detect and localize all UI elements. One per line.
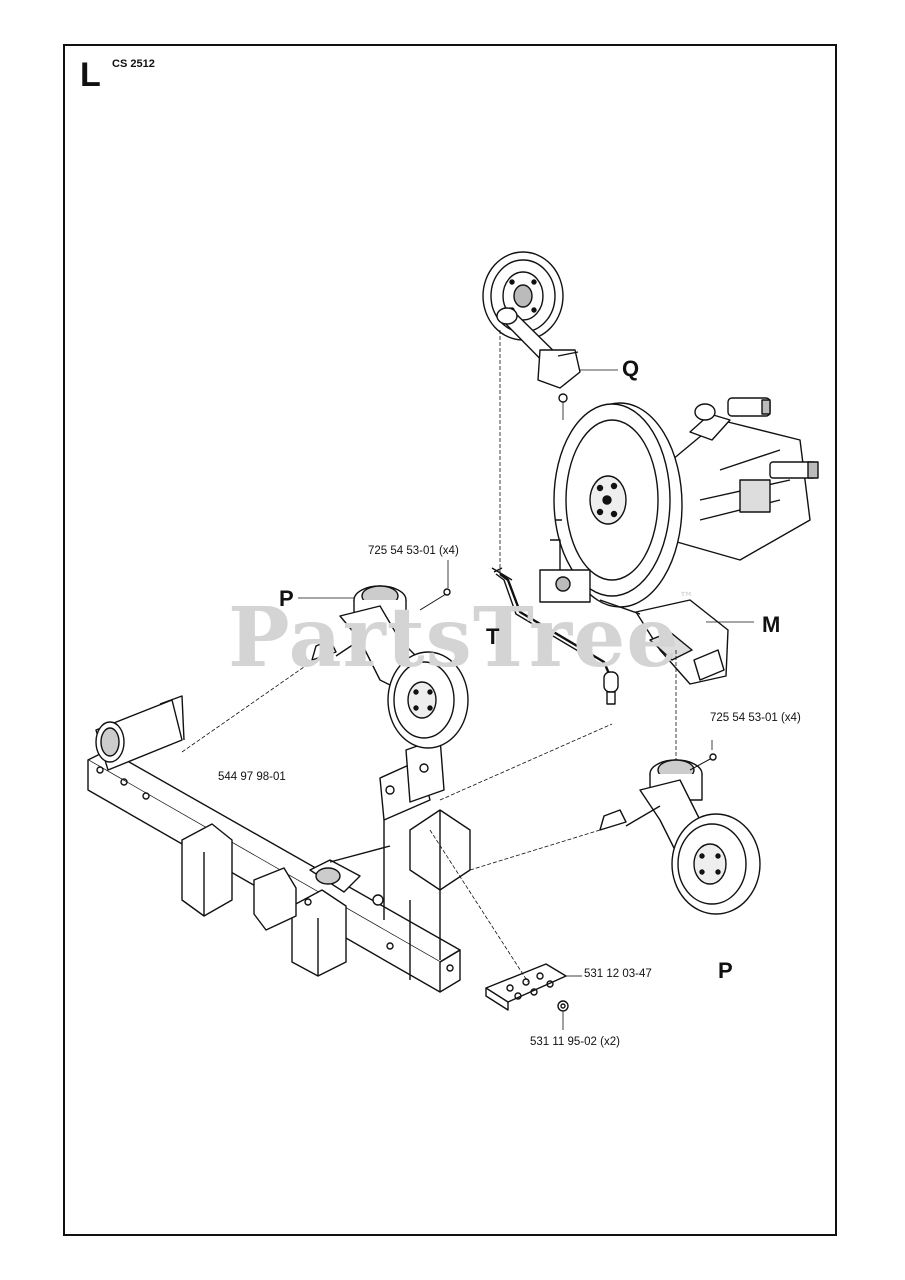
mounting-plate bbox=[485, 963, 567, 1011]
watermark: PartsTree™ bbox=[228, 590, 695, 686]
callout-p-top: P bbox=[279, 586, 294, 611]
part-number-bolt-top: 725 54 53-01 (x4) bbox=[368, 545, 459, 557]
callout-q: Q bbox=[622, 356, 640, 381]
bolt-top bbox=[419, 588, 451, 611]
drive-wheel bbox=[553, 402, 683, 608]
nut bbox=[557, 1000, 569, 1012]
callout-p-bottom: P bbox=[718, 958, 733, 983]
leader-lines bbox=[181, 330, 754, 1030]
part-number-bolt-right: 725 54 53-01 (x4) bbox=[710, 712, 801, 724]
base-frame bbox=[87, 695, 471, 993]
callout-t: T bbox=[486, 624, 500, 649]
motor-mount-bracket bbox=[539, 519, 729, 685]
part-number-plate: 531 12 03-47 bbox=[584, 968, 652, 980]
handle-bar bbox=[491, 567, 619, 705]
callout-m: M bbox=[762, 612, 781, 637]
model-label: CS 2512 bbox=[112, 58, 155, 70]
part-number-frame: 544 97 98-01 bbox=[218, 771, 286, 783]
caster-wheel-left bbox=[311, 585, 469, 749]
section-letter: L bbox=[80, 56, 101, 94]
drive-motor bbox=[659, 397, 819, 561]
caster-wheel-right bbox=[599, 759, 761, 915]
bolt-right bbox=[689, 753, 717, 771]
wheel-arm-bracket bbox=[496, 307, 581, 403]
part-number-nut: 531 11 95-02 (x2) bbox=[530, 1036, 620, 1048]
diagram-border bbox=[63, 44, 837, 1236]
